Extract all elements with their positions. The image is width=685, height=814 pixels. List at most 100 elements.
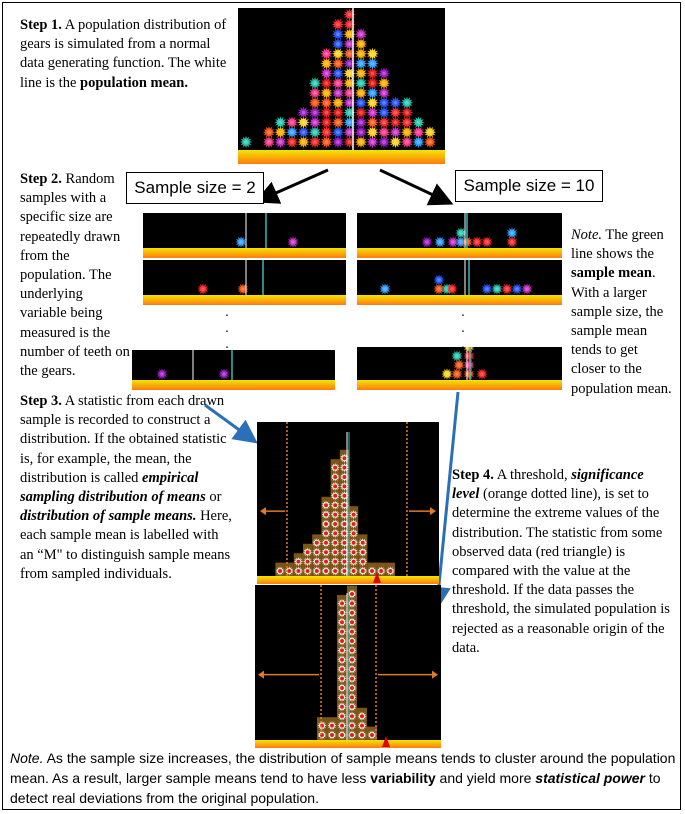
- gear-hub: [370, 569, 374, 573]
- gear-hub: [393, 140, 398, 144]
- gear-hub: [350, 723, 354, 728]
- gear-hub: [267, 130, 271, 135]
- gear-icon: [354, 126, 368, 139]
- gear-icon: [447, 236, 459, 248]
- gear-hub: [336, 32, 340, 37]
- gear-hub: [347, 61, 352, 66]
- gear-hub: [340, 695, 344, 700]
- gear-hub: [382, 130, 386, 135]
- gear-icon: [389, 116, 402, 129]
- gear-icon: [354, 67, 368, 80]
- distribution-size2-panel: [257, 422, 439, 584]
- gear-icon: [297, 116, 310, 129]
- gear-hub: [370, 130, 375, 135]
- arrow-head-icon: [430, 507, 436, 516]
- ground-bar: [143, 295, 346, 305]
- gear-icon: [343, 77, 356, 90]
- gear-icon: [423, 126, 437, 139]
- gear-icon: [331, 116, 345, 129]
- gear-icon: [446, 283, 458, 295]
- gear-hub: [416, 120, 421, 125]
- gear-icon: [308, 135, 322, 149]
- gear-hub: [360, 540, 365, 545]
- gear-hub: [333, 484, 338, 489]
- gear-hub: [340, 704, 344, 709]
- gear-icon: [366, 96, 379, 109]
- gear-icon: [156, 368, 168, 380]
- gear-hub: [333, 540, 338, 545]
- gear-icon: [320, 86, 333, 100]
- gear-hub: [340, 667, 344, 672]
- gear-hub: [350, 601, 354, 606]
- gear-hub: [350, 714, 354, 719]
- gear-hub: [244, 140, 248, 144]
- gear-hub: [382, 140, 386, 144]
- gear-hub: [359, 140, 363, 144]
- gear-hub: [336, 110, 340, 115]
- gear-hub: [347, 91, 352, 95]
- gear-hub: [360, 569, 365, 573]
- gear-hub: [333, 569, 338, 573]
- gear-icon: [237, 283, 249, 295]
- gear-hub: [451, 240, 455, 244]
- gear-icon: [400, 106, 414, 119]
- gear-hub: [495, 287, 499, 291]
- gear-icon: [343, 18, 356, 31]
- gear-hub: [333, 465, 338, 470]
- gear-icon: [354, 116, 368, 129]
- gear-hub: [388, 569, 393, 573]
- gear-icon: [463, 350, 475, 362]
- gear-icon: [320, 77, 333, 90]
- gear-icon: [463, 347, 475, 353]
- gear-hub: [336, 71, 340, 76]
- population-gears: [238, 8, 445, 164]
- ground-bar: [357, 248, 562, 258]
- gear-icon: [274, 116, 287, 129]
- sample2-panel-1: [143, 213, 346, 258]
- gear-hub: [314, 550, 319, 555]
- gear-hub: [347, 120, 352, 125]
- gear-hub: [515, 287, 519, 291]
- gear-icon: [463, 368, 475, 380]
- gear-hub: [313, 130, 317, 135]
- gear-hub: [324, 110, 329, 115]
- gear-icon: [343, 37, 356, 51]
- gear-hub: [160, 372, 164, 376]
- gear-hub: [301, 120, 306, 125]
- gear-icon: [471, 236, 483, 248]
- gear-hub: [314, 569, 319, 573]
- gear-icon: [354, 96, 368, 109]
- gear-icon: [506, 227, 518, 239]
- gear-hub: [336, 61, 340, 66]
- sample2-panel-2-marks: [143, 260, 346, 305]
- gear-icon: [377, 126, 391, 139]
- gear-hub: [330, 723, 334, 728]
- population-panel: [238, 8, 445, 164]
- note-bottom: Note. As the sample size increases, the …: [10, 750, 676, 806]
- gear-icon: [354, 135, 368, 149]
- gear-hub: [393, 130, 398, 135]
- distribution-size10-panel: [255, 585, 441, 748]
- gear-hub: [359, 130, 363, 135]
- gear-icon: [366, 57, 379, 70]
- gear-icon: [331, 37, 345, 51]
- gear-icon: [421, 236, 433, 248]
- gear-hub: [347, 130, 352, 135]
- gear-hub: [359, 51, 363, 56]
- gear-hub: [278, 140, 283, 144]
- gear-hub: [351, 559, 356, 564]
- gear-hub: [350, 610, 354, 615]
- dots-left-2: .: [225, 321, 229, 336]
- gear-hub: [347, 81, 352, 86]
- dots-right-2: .: [461, 321, 465, 336]
- gear-hub: [359, 120, 363, 125]
- gear-hub: [350, 676, 354, 681]
- dots-left-1: .: [225, 305, 229, 320]
- ground-bar: [238, 150, 445, 164]
- gear-hub: [336, 91, 340, 95]
- gear-hub: [405, 100, 409, 105]
- gear-hub: [278, 120, 283, 125]
- sample2-panel-2: [143, 260, 346, 305]
- gear-hub: [333, 550, 338, 555]
